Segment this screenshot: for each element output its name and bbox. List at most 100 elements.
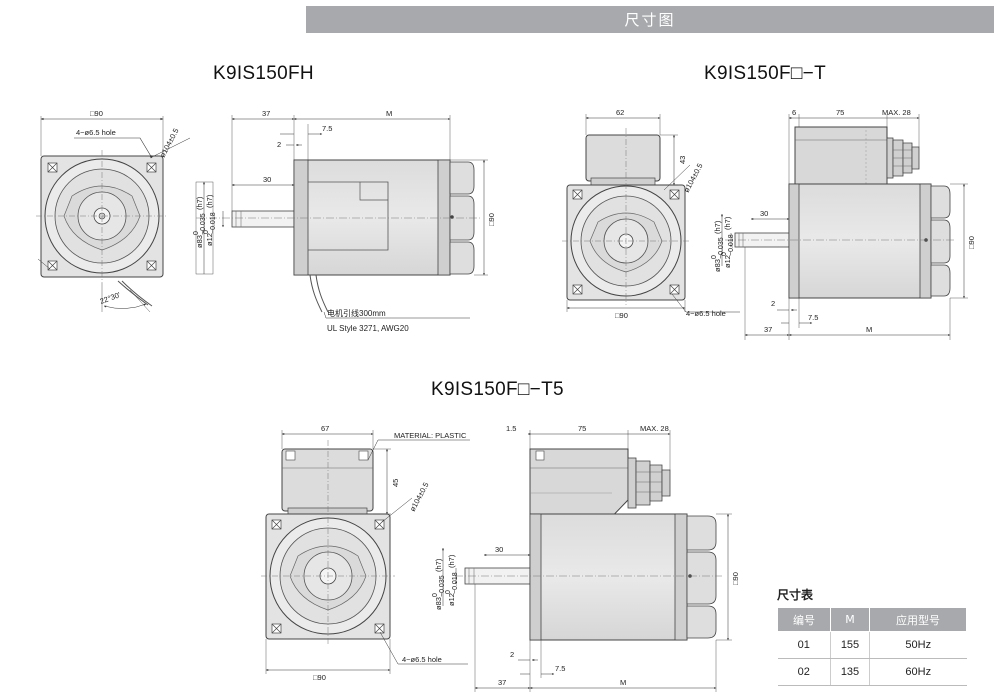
fh-side-view: 37 M 7.5 2 30 □90 ø83 0 −0.035 (h7) ø12 … [193, 109, 496, 333]
t5-2-dim: 2 [510, 650, 514, 659]
view-t: 62 43 ø104±0.5 □90 4−ø6.5 hole [562, 108, 976, 340]
fh-90-dim: □90 [487, 213, 496, 226]
t5-pcd-dim: ø104±0.5 [408, 481, 431, 513]
fh-front-view: □90 4−ø6.5 hole ø104±0.5 22°30' [36, 109, 191, 313]
t-90-dim: □90 [615, 311, 628, 320]
model-label-t: K9IS150F□−T [704, 63, 826, 84]
t5-shaft-dim: ø12 0 −0.018 (h7) [445, 554, 459, 606]
t-7-dim: 7.5 [808, 313, 818, 322]
t5-90v-dim: □90 [731, 572, 740, 585]
svg-text:ø83: ø83 [434, 597, 443, 610]
svg-text:ø12: ø12 [447, 593, 456, 606]
t-pilot-dim: ø83 0 −0.035 (h7) [711, 220, 725, 272]
svg-text:(h7): (h7) [713, 220, 722, 234]
row-model: 60Hz [869, 658, 967, 686]
svg-text:(h7): (h7) [195, 196, 204, 210]
table-row: 01 155 50Hz [777, 631, 967, 659]
row-model: 50Hz [869, 631, 967, 659]
fh-30-dim: 30 [263, 175, 271, 184]
t5-90-dim: □90 [313, 673, 326, 682]
size-table-header: 编号 M 应用型号 [777, 607, 967, 632]
t-43-dim: 43 [678, 156, 687, 164]
t-90v-dim: □90 [967, 236, 976, 249]
row-code: 02 [777, 658, 831, 686]
fh-square-dim: □90 [90, 109, 103, 118]
row-code: 01 [777, 631, 831, 659]
fh-lead-spec: UL Style 3271, AWG20 [327, 324, 409, 333]
t-2-dim: 2 [771, 299, 775, 308]
svg-text:−0.018: −0.018 [210, 212, 217, 234]
section-banner: 尺寸图 [306, 6, 994, 33]
fh-2-dim: 2 [277, 140, 281, 149]
t-30-dim: 30 [760, 209, 768, 218]
view-fh: □90 4−ø6.5 hole ø104±0.5 22°30' [36, 109, 496, 333]
t5-7-dim: 7.5 [555, 664, 565, 673]
t5-15-dim: 1.5 [506, 424, 516, 433]
svg-text:ø12: ø12 [205, 233, 214, 246]
fh-M-dim: M [386, 109, 392, 118]
svg-text:0: 0 [193, 231, 200, 235]
header-m: M [830, 607, 870, 632]
t-front-view: 62 43 ø104±0.5 □90 4−ø6.5 hole [562, 108, 740, 320]
t5-pilot-dim: ø83 0 −0.035 (h7) [432, 558, 446, 610]
t5-front-view: 67 MATERIAL: PLASTIC 45 ø104±0.5 □90 4−ø… [261, 424, 470, 682]
header-code: 编号 [777, 607, 831, 632]
svg-text:(h7): (h7) [205, 194, 214, 208]
t-max-dim: MAX. 28 [882, 108, 911, 117]
fh-75-dim: 7.5 [322, 124, 332, 133]
svg-text:(h7): (h7) [434, 558, 443, 572]
table-row: 02 135 60Hz [777, 658, 967, 686]
svg-text:ø83: ø83 [195, 235, 204, 248]
svg-text:−0.018: −0.018 [728, 234, 735, 256]
svg-text:−0.018: −0.018 [452, 572, 459, 594]
t5-max-dim: MAX. 28 [640, 424, 669, 433]
size-table-section: 尺寸表 编号 M 应用型号 01 155 50Hz 02 135 60Hz [777, 586, 967, 686]
size-table: 编号 M 应用型号 01 155 50Hz 02 135 60Hz [777, 607, 967, 686]
t-side-view: 6 75 MAX. 28 30 □90 ø83 0 −0.035 (h7) ø1… [711, 108, 976, 340]
t5-30-dim: 30 [495, 545, 503, 554]
fh-shaft-dim: ø12 0 −0.018 (h7) [203, 194, 217, 246]
t-holes-dim: 4−ø6.5 hole [686, 309, 726, 318]
t-M-dim: M [866, 325, 872, 334]
t5-holes-dim: 4−ø6.5 hole [402, 655, 442, 664]
row-m: 135 [830, 658, 870, 686]
fh-holes-dim: 4−ø6.5 hole [76, 128, 116, 137]
svg-text:0: 0 [432, 593, 439, 597]
t-37-dim: 37 [764, 325, 772, 334]
svg-text:(h7): (h7) [723, 216, 732, 230]
row-m: 155 [830, 631, 870, 659]
t-62-dim: 62 [616, 108, 624, 117]
view-t5: 67 MATERIAL: PLASTIC 45 ø104±0.5 □90 4−ø… [261, 424, 740, 692]
t5-37-dim: 37 [498, 678, 506, 687]
svg-text:−0.035: −0.035 [439, 575, 446, 597]
header-model: 应用型号 [869, 607, 967, 632]
svg-text:0: 0 [721, 252, 728, 256]
t-pcd-dim: ø104±0.5 [682, 162, 705, 194]
fh-pcd-dim: ø104±0.5 [158, 127, 181, 159]
t-75-dim: 75 [836, 108, 844, 117]
t-6-dim: 6 [792, 108, 796, 117]
svg-text:−0.035: −0.035 [718, 237, 725, 259]
size-table-title: 尺寸表 [777, 588, 814, 602]
fh-37-dim: 37 [262, 109, 270, 118]
t5-75-dim: 75 [578, 424, 586, 433]
svg-text:0: 0 [711, 255, 718, 259]
t5-side-view: 1.5 75 MAX. 28 30 □90 ø83 0 −0.035 (h7) … [432, 424, 740, 692]
t-shaft-dim: ø12 0 −0.018 (h7) [721, 216, 735, 268]
model-label-t5: K9IS150F□−T5 [431, 379, 564, 400]
fh-pilot-dim: ø83 0 −0.035 (h7) [193, 196, 207, 248]
svg-text:ø83: ø83 [713, 259, 722, 272]
fh-lead-note: 电机引线300mm [327, 308, 386, 318]
svg-text:ø12: ø12 [723, 255, 732, 268]
model-label-fh: K9IS150FH [213, 63, 314, 84]
t5-M-dim: M [620, 678, 626, 687]
svg-text:0: 0 [203, 230, 210, 234]
svg-text:(h7): (h7) [447, 554, 456, 568]
svg-text:−0.035: −0.035 [200, 213, 207, 235]
svg-text:0: 0 [445, 590, 452, 594]
t5-45-dim: 45 [391, 479, 400, 487]
t5-67-dim: 67 [321, 424, 329, 433]
t5-material-note: MATERIAL: PLASTIC [394, 431, 467, 440]
section-title: 尺寸图 [624, 11, 676, 29]
